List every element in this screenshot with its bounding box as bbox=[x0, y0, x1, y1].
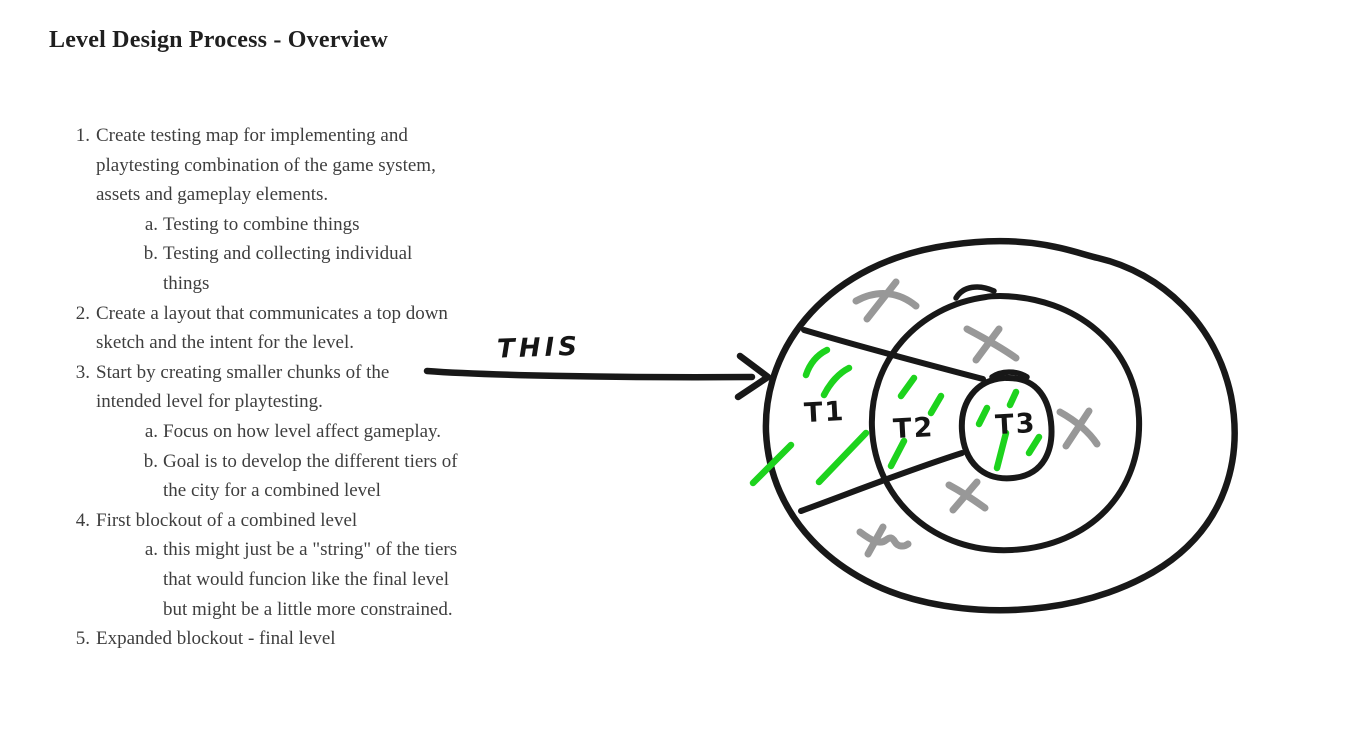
list-marker: a. bbox=[144, 420, 158, 442]
tier-circles bbox=[762, 237, 1238, 614]
text-line: Create testing map for implementing and bbox=[96, 125, 408, 146]
list-marker: b. bbox=[143, 450, 158, 472]
text-line: Focus on how level affect gameplay. bbox=[163, 420, 442, 442]
list-item-text: this might just be a "string" of the tie… bbox=[163, 535, 457, 624]
text-line: assets and gameplay elements. bbox=[96, 184, 329, 206]
arrow-shaft bbox=[423, 367, 756, 381]
list-marker: a. bbox=[144, 539, 158, 561]
list-marker: 4. bbox=[75, 509, 90, 531]
text-line: Testing and collecting individual bbox=[163, 243, 413, 265]
text-line: First blockout of a combined level bbox=[96, 509, 358, 531]
green-dash bbox=[975, 404, 991, 428]
wedge-lower-line bbox=[798, 450, 965, 514]
list-marker: 1. bbox=[75, 125, 90, 146]
text-line: playtesting combination of the game syst… bbox=[96, 154, 436, 176]
list-marker: 2. bbox=[75, 302, 90, 324]
list-marker: a. bbox=[144, 213, 158, 235]
list-item-text: Goal is to develop the different tiers o… bbox=[163, 447, 458, 506]
text-line: Goal is to develop the different tiers o… bbox=[163, 450, 458, 472]
this-arrow bbox=[423, 352, 772, 401]
arrow-head bbox=[734, 352, 772, 401]
list-item-text: Start by creating smaller chunks of the … bbox=[96, 358, 389, 417]
green-highlights bbox=[749, 346, 1043, 487]
green-dash bbox=[887, 437, 908, 470]
list-item-2: 2. Create a layout that communicates a t… bbox=[69, 299, 458, 358]
tier-label-t3: T3 bbox=[994, 408, 1037, 441]
list-marker: 3. bbox=[75, 361, 90, 383]
list-item-1a: a. Testing to combine things bbox=[143, 210, 458, 240]
green-dash bbox=[815, 429, 870, 486]
inner-circle bbox=[958, 374, 1055, 482]
list-item-1b: b. Testing and collecting individual thi… bbox=[143, 239, 458, 298]
text-line: intended level for playtesting. bbox=[96, 391, 323, 413]
this-annotation: THIS bbox=[497, 332, 582, 365]
list-item-1: 1. Create testing map for implementing a… bbox=[69, 121, 458, 210]
text-line: things bbox=[163, 272, 210, 294]
inner-circle-nub bbox=[989, 369, 1030, 380]
cross-mark bbox=[945, 478, 989, 514]
green-dash bbox=[993, 429, 1010, 472]
cross-mark bbox=[963, 325, 1020, 364]
cross-mark bbox=[852, 278, 920, 323]
green-dash bbox=[749, 441, 795, 487]
text-line: Testing to combine things bbox=[163, 213, 360, 235]
list-item-5: 5. Expanded blockout - final level bbox=[69, 624, 458, 654]
green-dash bbox=[820, 364, 853, 399]
green-dash bbox=[1006, 388, 1020, 409]
list-item-text: Testing to combine things bbox=[163, 210, 360, 240]
list-marker: b. bbox=[143, 243, 158, 265]
list-item-text: First blockout of a combined level bbox=[96, 506, 357, 536]
list-marker: 5. bbox=[75, 628, 90, 650]
wedge-upper-line bbox=[801, 327, 986, 382]
page-title: Level Design Process - Overview bbox=[49, 27, 389, 53]
list-item-text: Expanded blockout - final level bbox=[96, 624, 336, 654]
green-dash bbox=[927, 392, 945, 417]
list-item-text: Focus on how level affect gameplay. bbox=[163, 417, 441, 447]
middle-circle bbox=[868, 293, 1143, 554]
green-dash bbox=[897, 374, 918, 400]
list-item-3a: a. Focus on how level affect gameplay. bbox=[143, 417, 458, 447]
text-line: that would funcion like the final level bbox=[163, 568, 449, 590]
green-dash bbox=[802, 346, 831, 379]
middle-circle-hook bbox=[953, 284, 997, 301]
tier-label-t1: T1 bbox=[803, 396, 846, 429]
text-line: sketch and the intent for the level. bbox=[96, 332, 354, 354]
text-line: Start by creating smaller chunks of the bbox=[96, 361, 390, 383]
text-line: this might just be a "string" of the tie… bbox=[163, 539, 458, 561]
list-item-3b: b. Goal is to develop the different tier… bbox=[143, 447, 458, 506]
green-dash bbox=[1025, 433, 1043, 457]
text-line: Expanded blockout - final level bbox=[96, 628, 336, 650]
list-item-text: Create a layout that communicates a top … bbox=[96, 299, 448, 358]
list-item-4: 4. First blockout of a combined level bbox=[69, 506, 458, 536]
process-list: 1. Create testing map for implementing a… bbox=[69, 121, 458, 654]
outer-circle bbox=[762, 237, 1238, 614]
cross-mark bbox=[856, 523, 912, 558]
list-item-3: 3. Start by creating smaller chunks of t… bbox=[69, 358, 458, 417]
text-line: Create a layout that communicates a top … bbox=[96, 302, 448, 324]
cross-mark bbox=[1056, 407, 1101, 450]
tier-labels: T1 T2 T3 bbox=[803, 396, 1037, 445]
text-line: but might be a little more constrained. bbox=[163, 598, 453, 620]
text-line: the city for a combined level bbox=[163, 480, 381, 502]
list-item-text: Create testing map for implementing and … bbox=[96, 121, 436, 210]
gray-crosses bbox=[852, 278, 1101, 558]
list-item-4a: a. this might just be a "string" of the … bbox=[143, 535, 458, 624]
list-item-text: Testing and collecting individual things bbox=[163, 239, 412, 298]
tier-label-t2: T2 bbox=[892, 412, 935, 445]
